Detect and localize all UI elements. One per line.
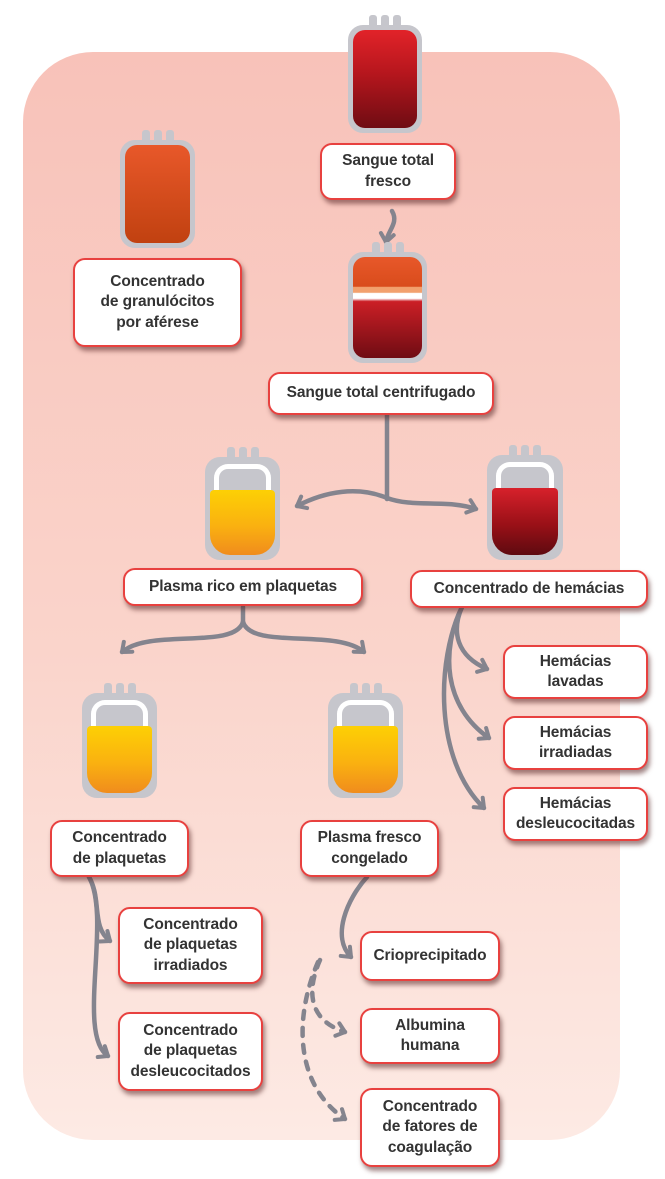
arrow-albumina-dashed (310, 957, 348, 1038)
node-plaquetas-desleucocitados: Concentrado de plaquetas desleucocitados (118, 1012, 263, 1091)
node-label: Albumina humana (395, 1016, 465, 1054)
bag-highlight (214, 464, 271, 499)
arrow-hemacias-lavadas (454, 604, 490, 674)
node-plaquetas-irradiados: Concentrado de plaquetas irradiados (118, 907, 263, 984)
arrow-to-conc-plaquetas-bag (119, 619, 246, 655)
blood-bag-fresh-frozen-plasma-icon (328, 683, 403, 798)
arrow-plaquetas-desleucocitados (86, 874, 111, 1060)
blood-bag-granulocytes-icon (120, 130, 195, 248)
arrow-to-plasma-fresco-bag (240, 619, 367, 655)
arrow-to-plasma-rico-bag (294, 489, 390, 511)
bag-highlight (337, 700, 394, 735)
node-fatores-de-coagulacao: Concentrado de fatores de coagulação (360, 1088, 500, 1167)
node-albumina-humana: Albumina humana (360, 1008, 500, 1064)
node-label: Concentrado de fatores de coagulação (382, 1097, 478, 1156)
node-hemacias-desleucocitadas: Hemácias desleucocitadas (503, 787, 648, 841)
blood-bag-whole-fresh-icon (348, 15, 422, 133)
node-plasma-rico-em-plaquetas: Plasma rico em plaquetas (123, 568, 363, 606)
bag-fill-yellow (87, 726, 152, 793)
bag-fill-orange (125, 145, 190, 243)
bag-ports (369, 15, 401, 28)
blood-bag-platelet-concentrate-icon (82, 683, 157, 798)
node-label: Hemácias desleucocitadas (515, 794, 636, 832)
bag-fill-red (492, 488, 558, 555)
blood-bag-centrifuged-icon (348, 242, 427, 363)
node-label: Hemácias lavadas (539, 652, 612, 690)
node-label: Concentrado de plaquetas desleucocitados (130, 1021, 251, 1080)
node-concentrado-de-plaquetas: Concentrado de plaquetas (50, 820, 189, 877)
node-label: Plasma rico em plaquetas (149, 577, 337, 595)
node-plasma-fresco-congelado: Plasma fresco congelado (300, 820, 439, 877)
bag-fill-red (353, 30, 417, 128)
arrow-to-hemacias-bag (384, 495, 479, 515)
node-hemacias-lavadas: Hemácias lavadas (503, 645, 648, 699)
bag-highlight (496, 462, 554, 497)
bag-ports (141, 130, 174, 143)
bag-ports (509, 445, 541, 458)
bag-fill-layered (353, 257, 422, 358)
node-label: Hemácias irradiadas (538, 723, 613, 761)
node-label: Concentrado de plaquetas (72, 829, 167, 867)
arrow-fresh-to-centrifuged (378, 208, 397, 245)
bag-fill-yellow (333, 726, 398, 793)
node-sangue-total-centrifugado: Sangue total centrifugado (268, 372, 494, 415)
node-label: Crioprecipitado (373, 946, 487, 964)
node-crioprecipitado: Crioprecipitado (360, 931, 500, 981)
node-label: Plasma fresco congelado (317, 829, 422, 867)
node-sangue-total-fresco: Sangue total fresco (320, 143, 456, 200)
blood-bag-red-cells-icon (487, 445, 563, 560)
blood-bag-platelet-rich-plasma-icon (205, 447, 280, 560)
arrow-crioprecipitado (338, 874, 370, 960)
bag-ports (349, 683, 382, 696)
node-hemacias-irradiadas: Hemácias irradiadas (503, 716, 648, 770)
node-label: Concentrado de hemácias (433, 579, 625, 597)
arrow-hemacias-desleucocitadas (441, 604, 487, 811)
node-label: Concentrado de granulócitos por aférese (100, 272, 215, 331)
node-granulocitos: Concentrado de granulócitos por aférese (73, 258, 242, 347)
bag-fill-yellow (210, 490, 275, 555)
bag-ports (371, 242, 404, 255)
bag-ports (226, 447, 259, 460)
node-label: Sangue total centrifugado (286, 384, 476, 402)
bag-highlight (91, 700, 148, 735)
node-concentrado-de-hemacias: Concentrado de hemácias (410, 570, 648, 608)
arrow-fatores-dashed (300, 959, 348, 1122)
bag-ports (103, 683, 136, 696)
node-label: Sangue total fresco (342, 152, 434, 190)
node-label: Concentrado de plaquetas irradiados (143, 915, 238, 974)
